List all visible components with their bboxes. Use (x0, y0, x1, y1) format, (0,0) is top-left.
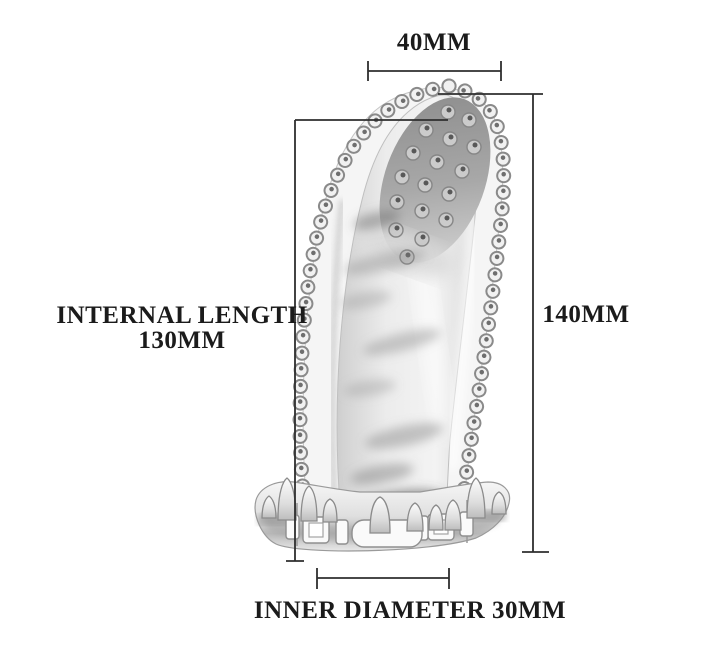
dimension-right-height (438, 93, 549, 553)
top-width-label: 40MM (396, 29, 472, 56)
crown-base (254, 477, 511, 552)
internal-length-line1: INTERNAL LENGTH (56, 302, 308, 329)
dimension-top-width (367, 61, 502, 81)
base-spikes (261, 477, 507, 534)
inner-diameter-label: INNER DIAMETER 30MM (253, 597, 567, 624)
internal-length-label: INTERNAL LENGTH 130MM (56, 303, 307, 353)
dimension-left-internal-length (286, 119, 448, 562)
right-height-label: 140MM (542, 301, 630, 328)
internal-length-line2: 130MM (138, 327, 226, 354)
dimension-bottom-diameter (316, 568, 450, 589)
dimension-lines (286, 61, 549, 589)
